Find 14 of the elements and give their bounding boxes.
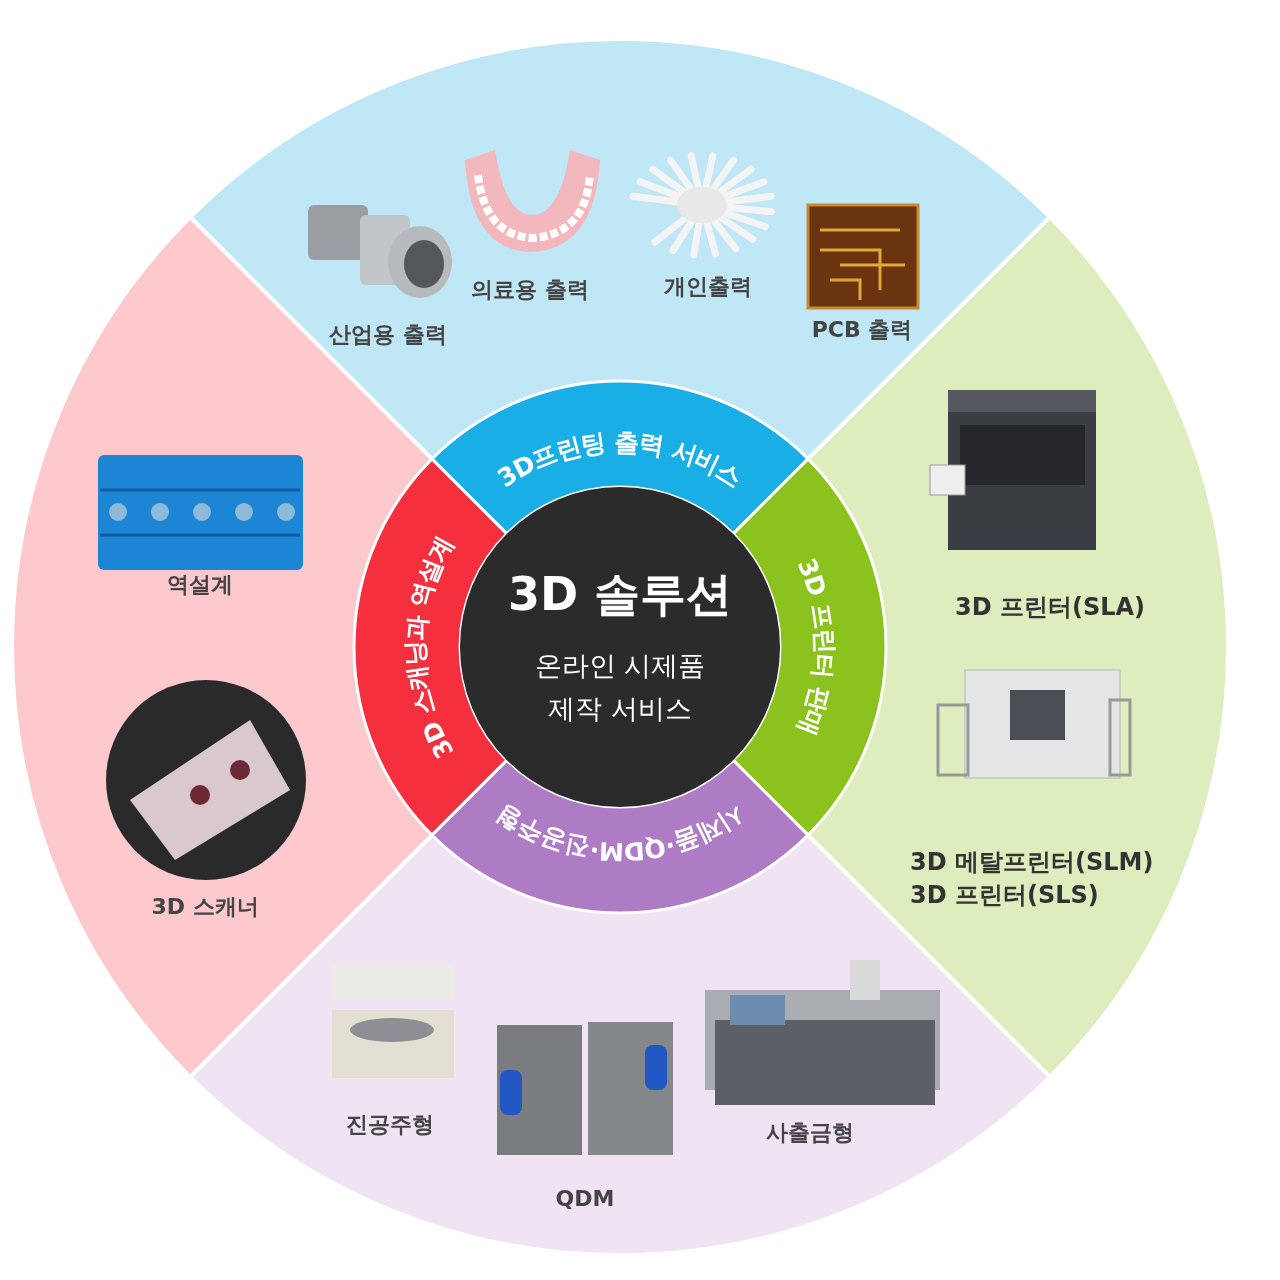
picture-caption: 사출금형 (766, 1119, 854, 1147)
picture-caption: 의료용 출력 (471, 276, 589, 304)
picture-caption: 3D 프린터(SLA) (955, 592, 1146, 623)
picture-caption: 3D 프린터(SLS) (910, 880, 1099, 911)
picture-caption: 역설계 (167, 571, 233, 599)
picture-caption: 진공주형 (346, 1111, 434, 1139)
picture-caption: 개인출력 (664, 273, 752, 301)
center-subtitle: 온라인 시제품 제작 서비스 (533, 648, 707, 726)
picture-caption: 산업용 출력 (329, 321, 447, 349)
picture-caption: 3D 메탈프린터(SLM) (910, 847, 1154, 878)
center-title: 3D 솔루션 (507, 565, 733, 623)
picture-caption: QDM (555, 1185, 615, 1211)
picture-caption: PCB 출력 (811, 316, 913, 344)
picture-caption: 3D 스캐너 (151, 893, 259, 921)
